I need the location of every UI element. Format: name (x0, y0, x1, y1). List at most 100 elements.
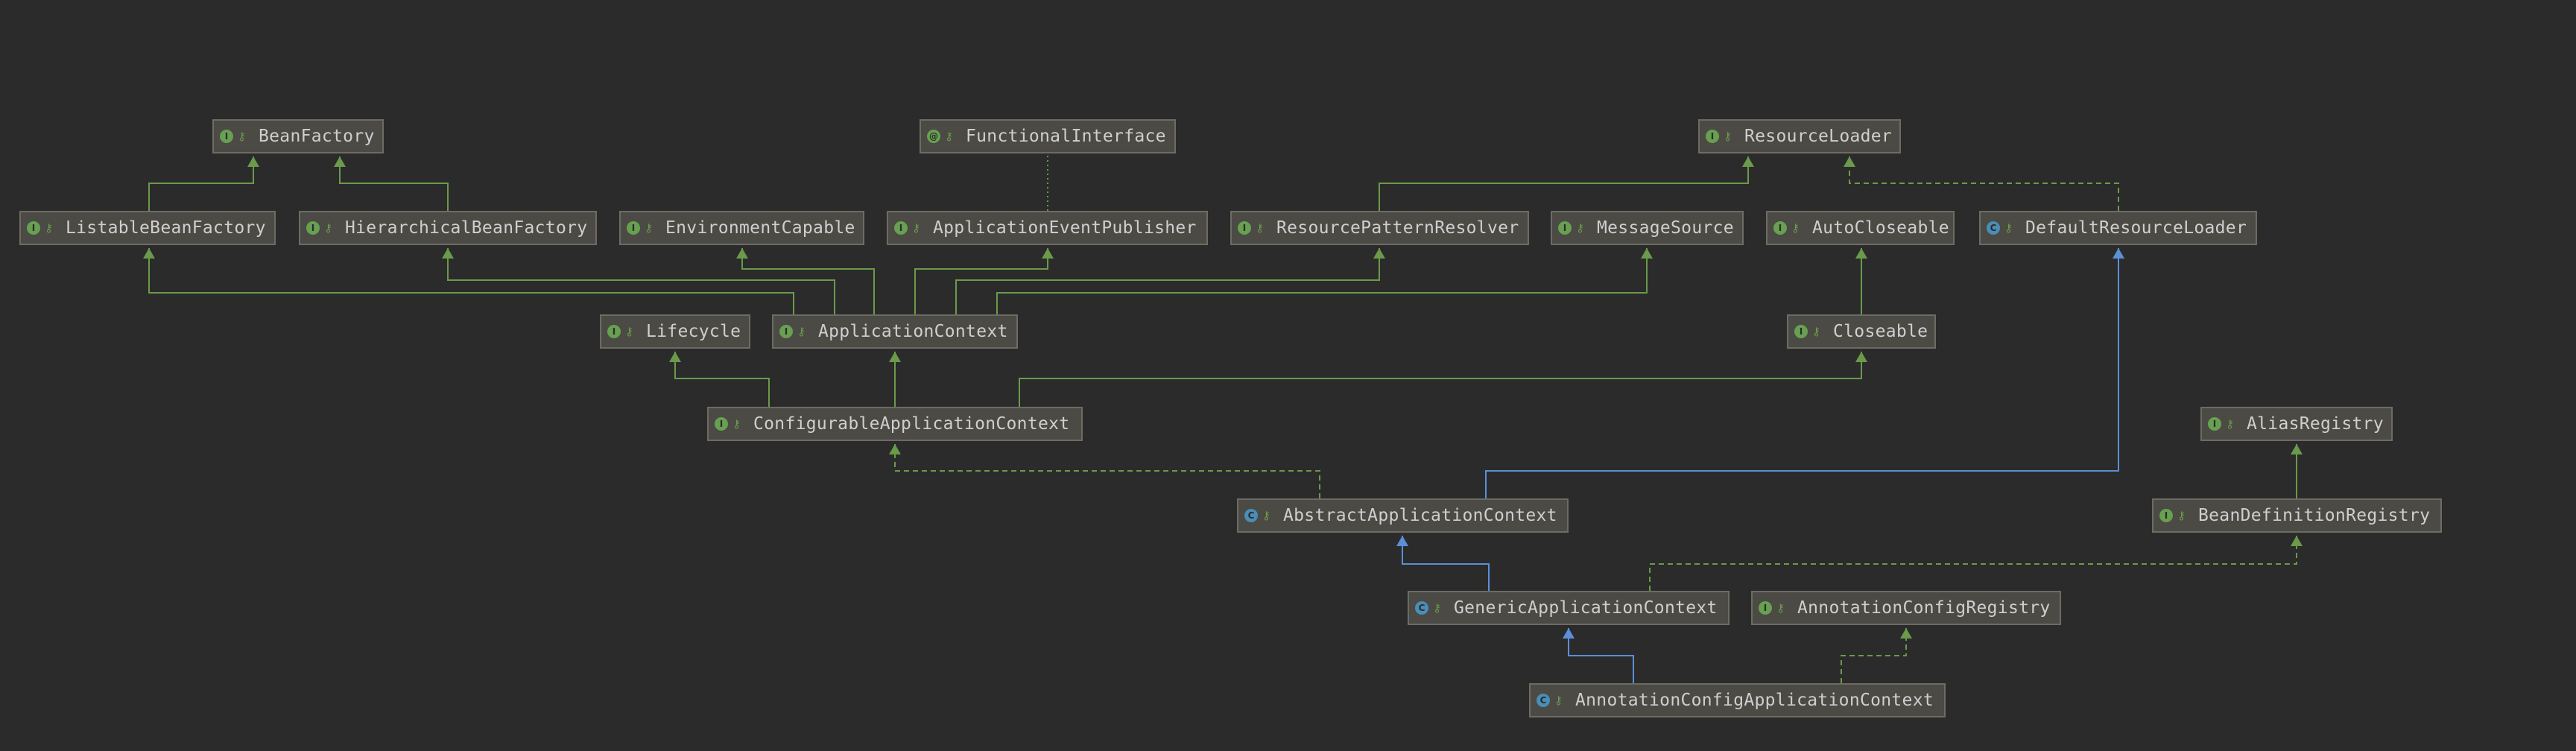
node-bean-definition-registry[interactable]: I ⚷ BeanDefinitionRegistry (2152, 498, 2442, 533)
public-icon: ⚷ (1433, 601, 1441, 615)
inheritance-arrowhead (1855, 352, 1867, 362)
inheritance-arrowhead (736, 248, 748, 259)
node-label: ApplicationContext (818, 322, 1008, 341)
edge-generic-to-beandefregistry (1649, 536, 2303, 591)
node-label: AnnotationConfigApplicationContext (1575, 691, 1934, 710)
interface-icon: I (27, 221, 40, 235)
edge-patternresolver-to-resourceloader (1379, 156, 1754, 211)
interface-icon: I (779, 325, 793, 338)
node-auto-closeable[interactable]: I ⚷ AutoCloseable (1766, 211, 1955, 245)
edge-beandefregistry-to-alias (2291, 444, 2303, 498)
public-icon: ⚷ (2226, 417, 2234, 431)
inheritance-arrowhead (1844, 156, 1855, 167)
node-hierarchical-bean-factory[interactable]: I ⚷ HierarchicalBeanFactory (299, 211, 597, 245)
node-label: ListableBeanFactory (66, 218, 266, 238)
public-icon: ⚷ (1576, 221, 1584, 235)
node-label: Closeable (1833, 322, 1928, 341)
node-label: DefaultResourceLoader (2025, 218, 2247, 238)
inheritance-arrowhead (1396, 536, 1408, 546)
interface-icon: I (1558, 221, 1572, 235)
node-annotation-config-registry[interactable]: I ⚷ AnnotationConfigRegistry (1751, 591, 2061, 625)
interface-icon: I (2208, 417, 2221, 431)
node-label: AbstractApplicationContext (1283, 506, 1557, 525)
interface-icon: I (306, 221, 320, 235)
node-label: FunctionalInterface (966, 127, 1166, 146)
inheritance-arrowhead (2113, 248, 2124, 259)
annotation-icon: @ (927, 130, 940, 143)
node-closeable[interactable]: I ⚷ Closeable (1787, 314, 1936, 349)
node-configurable-application-context[interactable]: I ⚷ ConfigurableApplicationContext (707, 407, 1083, 441)
interface-icon: I (894, 221, 908, 235)
node-label: ResourceLoader (1744, 127, 1893, 146)
interface-icon: I (2159, 509, 2173, 522)
node-resource-loader[interactable]: I ⚷ ResourceLoader (1698, 119, 1901, 153)
interface-icon: I (1238, 221, 1251, 235)
interface-icon: I (1794, 325, 1808, 338)
public-icon: ⚷ (45, 221, 53, 235)
inheritance-arrowhead (1563, 628, 1575, 638)
node-label: ConfigurableApplicationContext (753, 414, 1070, 434)
edge-appctx-to-hierarchical (442, 248, 835, 314)
public-icon: ⚷ (2177, 509, 2186, 522)
public-icon: ⚷ (945, 130, 953, 143)
node-lifecycle[interactable]: I ⚷ Lifecycle (600, 314, 750, 349)
node-generic-application-context[interactable]: C ⚷ GenericApplicationContext (1408, 591, 1730, 625)
interface-icon: I (1706, 130, 1719, 143)
interface-icon: I (1773, 221, 1787, 235)
interface-icon: I (715, 417, 728, 431)
inheritance-arrowhead (1373, 248, 1385, 259)
node-label: HierarchicalBeanFactory (345, 218, 588, 238)
node-label: AutoCloseable (1812, 218, 1949, 238)
public-icon: ⚷ (1812, 325, 1820, 338)
node-annotation-config-application-context[interactable]: C ⚷ AnnotationConfigApplicationContext (1529, 683, 1946, 717)
edge-configurable-to-closeable (1019, 352, 1867, 407)
node-label: GenericApplicationContext (1454, 598, 1718, 618)
inheritance-arrowhead (889, 352, 901, 362)
public-icon: ⚷ (1724, 130, 1732, 143)
public-icon: ⚷ (1776, 601, 1785, 615)
public-icon: ⚷ (1256, 221, 1264, 235)
node-default-resource-loader[interactable]: C ⚷ DefaultResourceLoader (1979, 211, 2257, 245)
abstract-class-icon: C (1244, 509, 1258, 522)
edge-closeable-to-autocloseable (1855, 248, 1867, 314)
public-icon: ⚷ (797, 325, 806, 338)
inheritance-arrowhead (1641, 248, 1653, 259)
public-icon: ⚷ (2004, 221, 2013, 235)
inheritance-arrowhead (1042, 248, 1054, 259)
node-label: BeanFactory (259, 127, 375, 146)
edge-generic-to-abstract (1396, 536, 1490, 591)
node-message-source[interactable]: I ⚷ MessageSource (1551, 211, 1744, 245)
public-icon: ⚷ (238, 130, 246, 143)
node-alias-registry[interactable]: I ⚷ AliasRegistry (2200, 407, 2393, 441)
edge-abstract-to-configurable (889, 444, 1320, 498)
interface-icon: I (220, 130, 233, 143)
edge-listable-to-beanfactory (148, 156, 259, 211)
node-abstract-application-context[interactable]: C ⚷ AbstractApplicationContext (1237, 498, 1569, 533)
public-icon: ⚷ (625, 325, 633, 338)
node-label: BeanDefinitionRegistry (2198, 506, 2431, 525)
inheritance-arrowhead (442, 248, 454, 259)
node-functional-interface[interactable]: @ ⚷ FunctionalInterface (920, 119, 1176, 153)
inheritance-arrowhead (1855, 248, 1867, 259)
node-listable-bean-factory[interactable]: I ⚷ ListableBeanFactory (19, 211, 276, 245)
node-label: MessageSource (1597, 218, 1734, 238)
node-label: ResourcePatternResolver (1276, 218, 1519, 238)
node-environment-capable[interactable]: I ⚷ EnvironmentCapable (619, 211, 864, 245)
class-icon: C (1415, 601, 1428, 615)
edge-hierarchical-to-beanfactory (334, 156, 449, 211)
inheritance-arrowhead (334, 156, 346, 167)
node-resource-pattern-resolver[interactable]: I ⚷ ResourcePatternResolver (1230, 211, 1529, 245)
node-application-event-publisher[interactable]: I ⚷ ApplicationEventPublisher (887, 211, 1208, 245)
edge-configurable-to-lifecycle (669, 352, 770, 407)
class-icon: C (1537, 694, 1550, 707)
edge-annotationctx-to-generic (1563, 628, 1634, 683)
node-bean-factory[interactable]: I ⚷ BeanFactory (212, 119, 384, 153)
edge-annotationctx-to-registry (1841, 628, 1912, 683)
inheritance-arrowhead (2291, 536, 2303, 546)
node-application-context[interactable]: I ⚷ ApplicationContext (772, 314, 1018, 349)
interface-icon: I (1759, 601, 1772, 615)
inheritance-arrowhead (889, 444, 901, 454)
inheritance-arrowhead (247, 156, 259, 167)
